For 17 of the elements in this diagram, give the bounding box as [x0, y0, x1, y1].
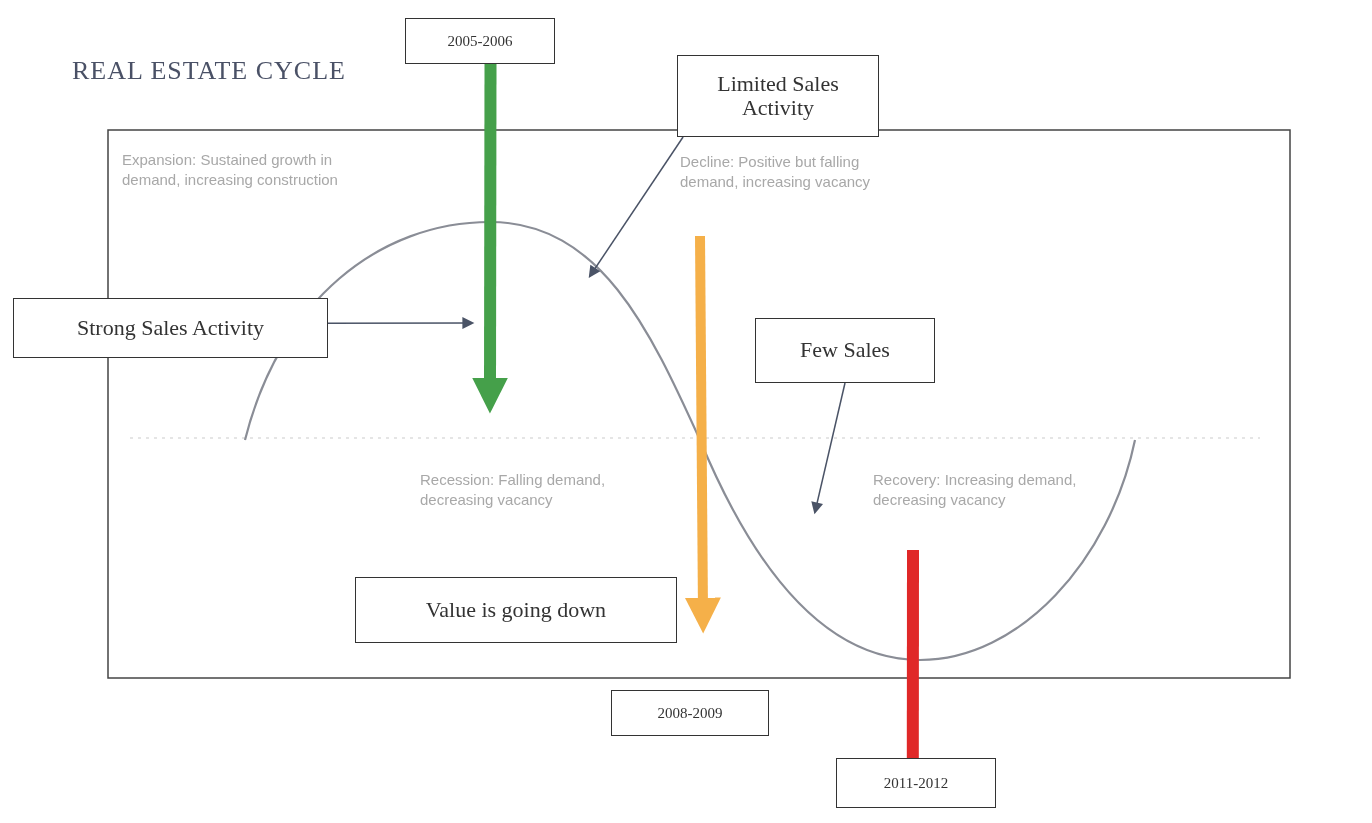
arrow: [327, 317, 475, 329]
arrow: [811, 382, 846, 515]
arrow: [588, 136, 684, 278]
phase-description: Recession: Falling demand, decreasing vacancy: [420, 470, 607, 509]
year-label: 2008-2009: [611, 690, 769, 736]
title: REAL ESTATE CYCLE: [72, 56, 346, 86]
connector-line: [906, 550, 919, 758]
callout-box: Value is going down: [355, 577, 677, 643]
year-label: 2005-2006: [405, 18, 555, 64]
year-label: 2011-2012: [836, 758, 996, 808]
callout-box: Few Sales: [755, 318, 935, 383]
callout-box: Limited Sales Activity: [677, 55, 879, 137]
arrow: [472, 64, 508, 414]
callout-box: Strong Sales Activity: [13, 298, 328, 358]
phase-description: Recovery: Increasing demand, decreasing vacancy: [873, 470, 1078, 509]
phase-description: Decline: Positive but falling demand, increasing vacancy: [680, 152, 872, 191]
phase-description: Expansion: Sustained growth in demand, increasing construction: [122, 150, 339, 189]
